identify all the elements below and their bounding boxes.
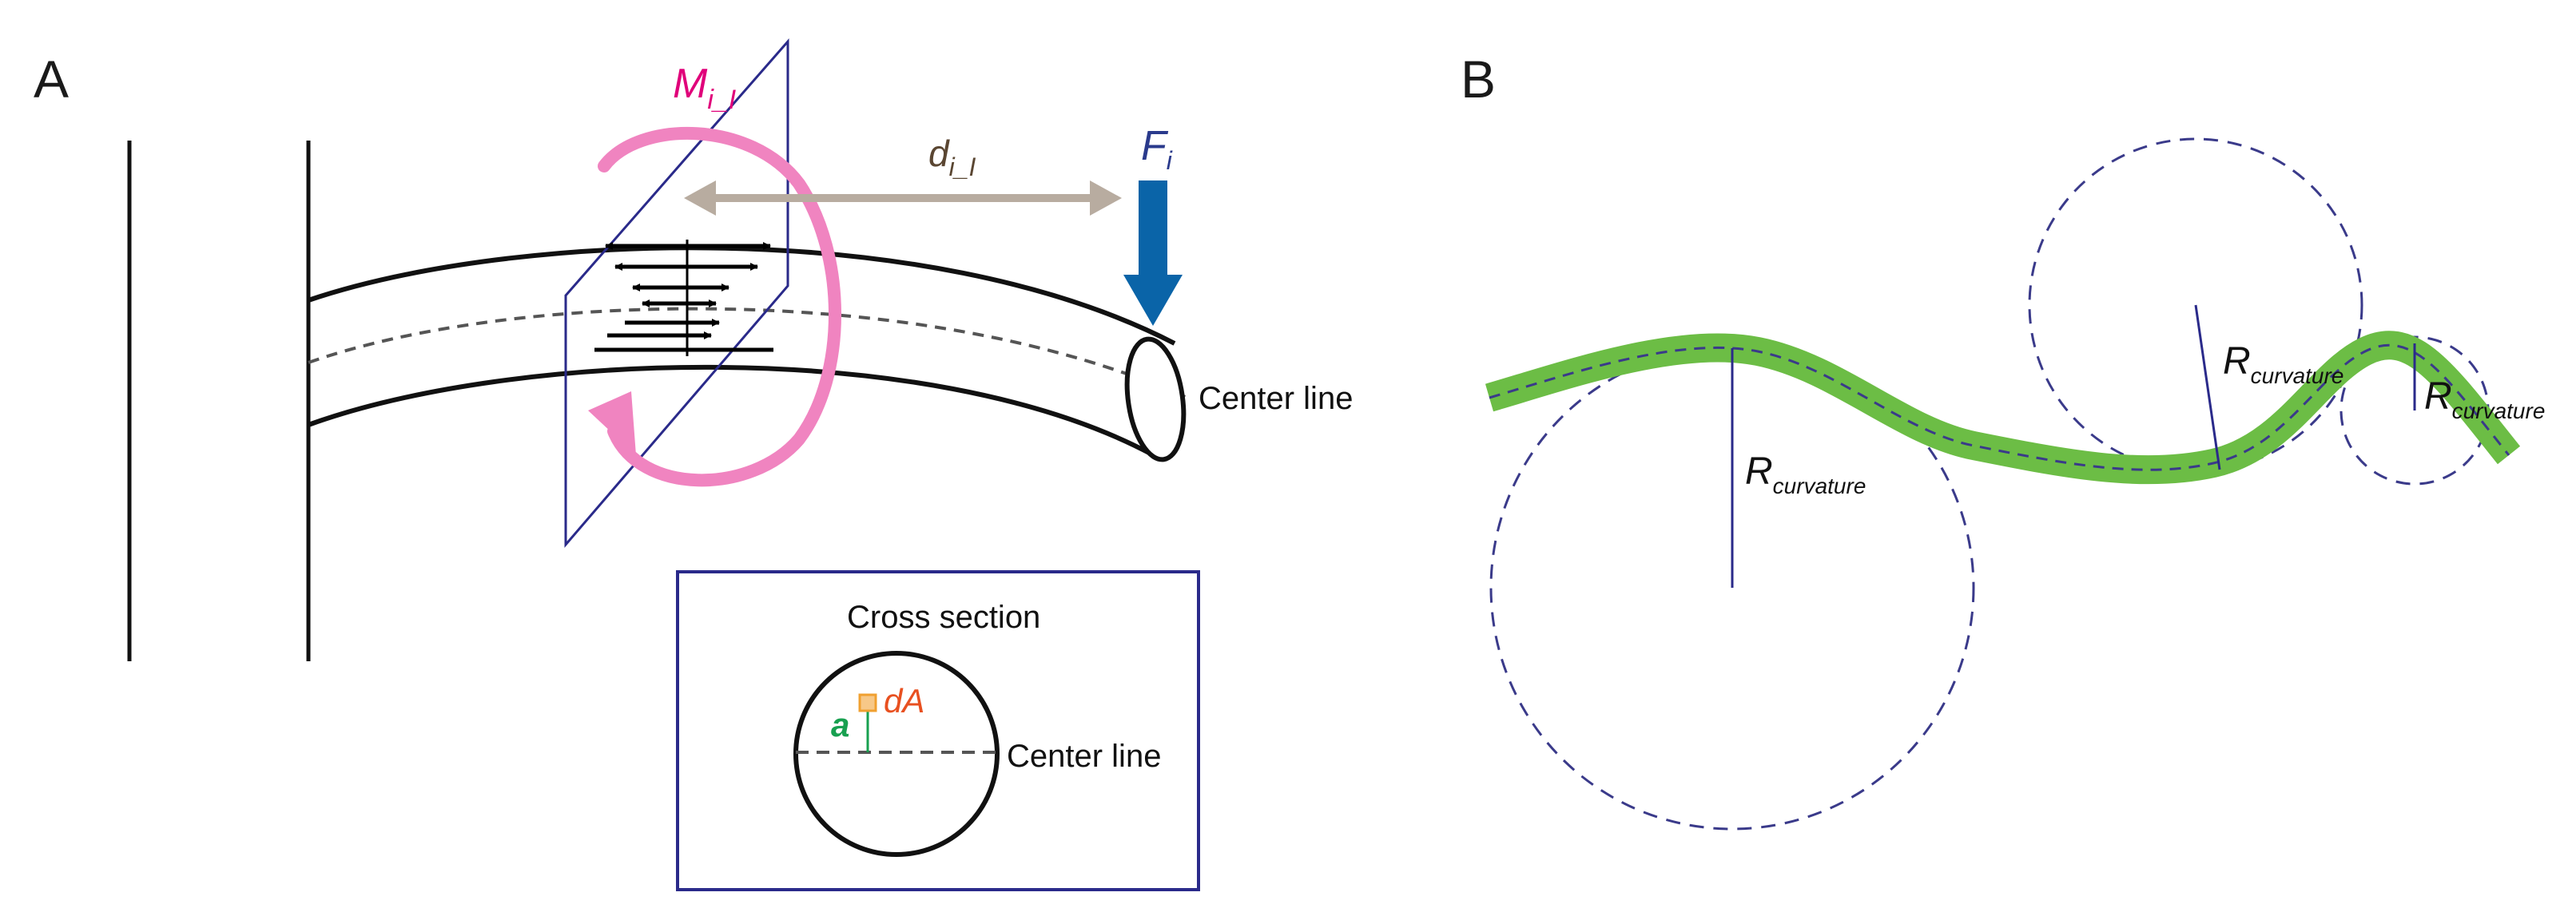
distance-label: di_I (928, 133, 976, 181)
beam-center-line (308, 307, 1191, 401)
panel-a-label: A (34, 50, 69, 109)
a-label: a (831, 706, 849, 744)
rod-center-line (1489, 343, 2510, 471)
inset-border (676, 570, 1200, 891)
radius-label-medium: Rcurvature (2223, 340, 2343, 388)
moment-group: Mi_I (588, 61, 841, 487)
force-label: Fi (1141, 123, 1173, 175)
cross-section-inset: Cross section a dA Center line (676, 570, 1200, 891)
panel-a: A Mi_I (34, 38, 1353, 891)
panel-b-label: B (1461, 50, 1496, 109)
force-group: Fi (1123, 123, 1183, 326)
force-arrowhead (1123, 275, 1183, 326)
moment-label: Mi_I (673, 61, 737, 115)
inset-title: Cross section (847, 600, 1040, 635)
inset-center-line-label: Center line (1007, 739, 1161, 774)
stress-arrows (594, 240, 773, 356)
panel-b: B Rcurvature Rcurvature Rcurvature (1461, 50, 2545, 831)
radius-label-large: Rcurvature (1745, 450, 1866, 498)
curvature-circle-medium (2028, 137, 2363, 473)
distance-arrowhead-left (684, 180, 716, 216)
distance-group: di_I (684, 133, 1122, 216)
moment-arrowhead (588, 391, 636, 455)
beam-bottom-edge (307, 364, 1152, 456)
radius-label-small: Rcurvature (2424, 375, 2545, 423)
force-arrow-shaft (1139, 180, 1167, 276)
distance-arrowhead-right (1090, 180, 1122, 216)
cutting-plane (564, 38, 789, 549)
dA-element (858, 693, 877, 712)
beam (307, 245, 1191, 462)
dA-label: dA (884, 682, 924, 720)
moment-arc (598, 126, 841, 487)
center-line-label: Center line (1199, 381, 1353, 416)
beam-end-ellipse (1124, 336, 1187, 462)
radius-line-medium (2194, 304, 2221, 470)
